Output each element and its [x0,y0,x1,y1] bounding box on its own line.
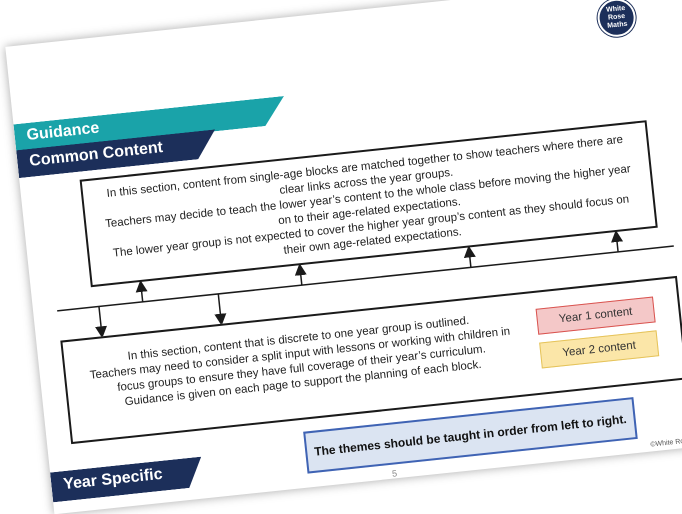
arrow-down-2 [214,293,227,326]
arrow-down-1 [95,306,108,339]
copyright-text: ©White Rose Mat [650,436,682,449]
year-specific-text: In this section, content that is discret… [84,309,518,414]
arrow-up-3 [463,245,476,268]
page-number: 5 [391,468,398,479]
logo-text-3: Maths [606,20,628,30]
arrow-up-2 [294,263,307,286]
white-rose-maths-logo: White Rose Maths [595,0,638,39]
slide-page: White Rose Maths Guidance Common Content… [5,0,682,514]
year-specific-banner: Year Specific [50,457,204,503]
arrow-up-1 [135,279,148,302]
guidance-title: Guidance [25,119,101,145]
year2-legend: Year 2 content [539,330,660,369]
year1-legend: Year 1 content [535,296,656,335]
arrow-up-4 [611,230,624,252]
year-specific-title: Year Specific [62,465,164,494]
